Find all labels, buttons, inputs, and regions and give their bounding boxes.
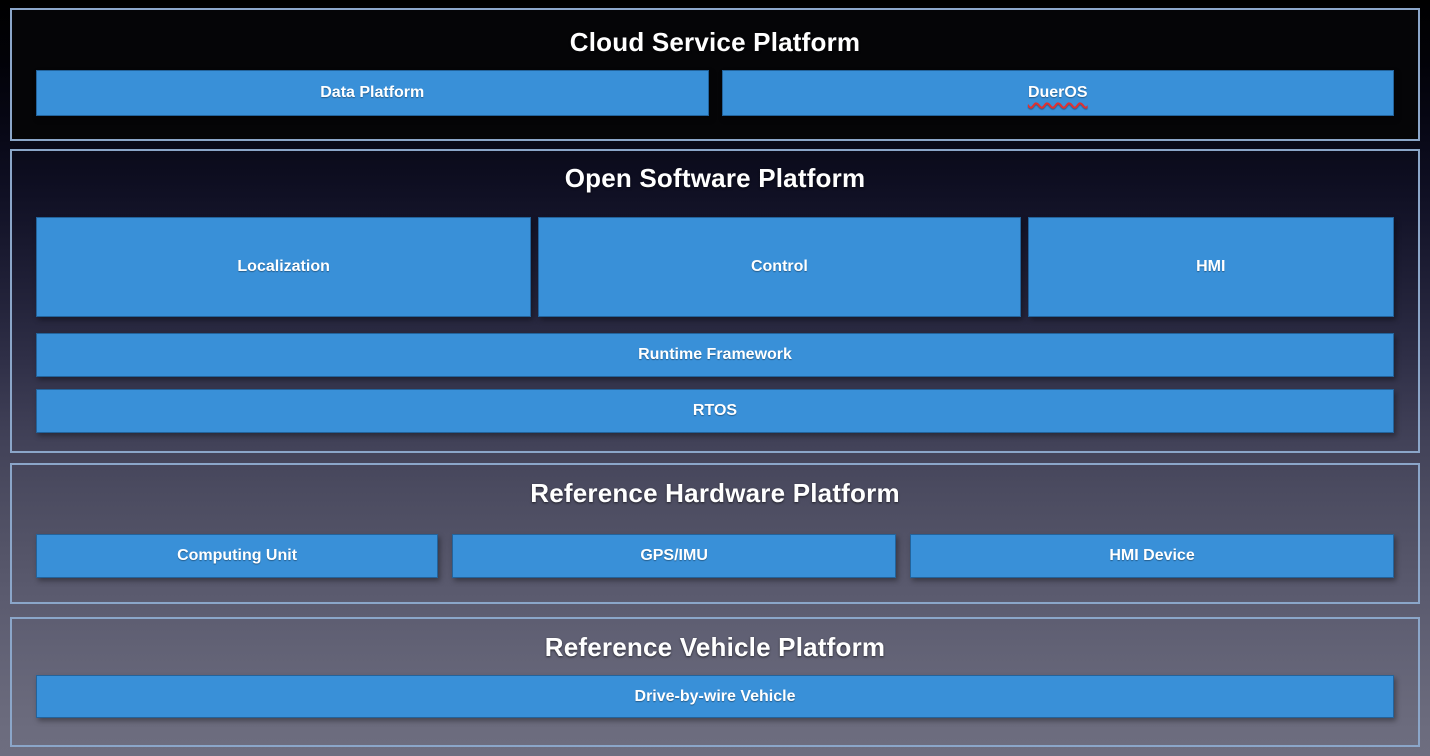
bar-runtime-framework-label: Runtime Framework <box>638 346 792 363</box>
box-data-platform-label: Data Platform <box>320 84 425 101</box>
box-dueros: DuerOS <box>721 70 1394 116</box>
section-reference-hardware-platform: Reference Hardware Platform Computing Un… <box>10 463 1420 604</box>
bar-drive-by-wire-vehicle-label: Drive-by-wire Vehicle <box>634 687 796 705</box>
cloud-service-platform-title: Cloud Service Platform <box>569 27 861 57</box>
bar-rtos: RTOS <box>36 389 1394 433</box>
box-dueros-label: DuerOS <box>1027 84 1088 101</box>
bar-runtime-framework: Runtime Framework <box>36 333 1394 377</box>
box-gps-imu: GPS/IMU <box>452 534 897 578</box>
box-hmi-device-label: HMI Device <box>1109 547 1195 564</box>
section-reference-vehicle-platform: Reference Vehicle Platform Drive-by-wire… <box>10 617 1420 747</box>
box-hmi-device: HMI Device <box>910 534 1394 578</box>
box-computing-unit: Computing Unit <box>36 534 439 578</box>
software-modules-row: Localization Control HMI <box>36 217 1394 317</box>
box-data-platform: Data Platform <box>36 70 709 116</box>
box-control-label: Control <box>750 258 808 275</box>
section-cloud-service-platform: Cloud Service Platform Data Platform Due… <box>10 8 1420 141</box>
reference-vehicle-platform-title: Reference Vehicle Platform <box>544 632 886 662</box>
box-gps-imu-label: GPS/IMU <box>640 547 708 564</box>
box-localization-label: Localization <box>237 258 330 275</box>
bar-rtos-label: RTOS <box>692 402 738 419</box>
bar-drive-by-wire-vehicle: Drive-by-wire Vehicle <box>36 675 1394 718</box>
section-open-software-platform: Open Software Platform Localization Cont… <box>10 149 1420 453</box>
reference-hardware-platform-title: Reference Hardware Platform <box>530 478 900 508</box>
box-computing-unit-label: Computing Unit <box>177 547 298 564</box>
cloud-boxes-row: Data Platform DuerOS <box>36 70 1394 116</box>
open-software-platform-title: Open Software Platform <box>564 163 866 193</box>
box-hmi: HMI <box>1027 217 1394 317</box>
hardware-boxes-row: Computing Unit GPS/IMU HMI Device <box>36 534 1394 578</box>
box-localization: Localization <box>36 217 532 317</box>
box-control: Control <box>538 217 1021 317</box>
box-hmi-label: HMI <box>1196 258 1226 275</box>
